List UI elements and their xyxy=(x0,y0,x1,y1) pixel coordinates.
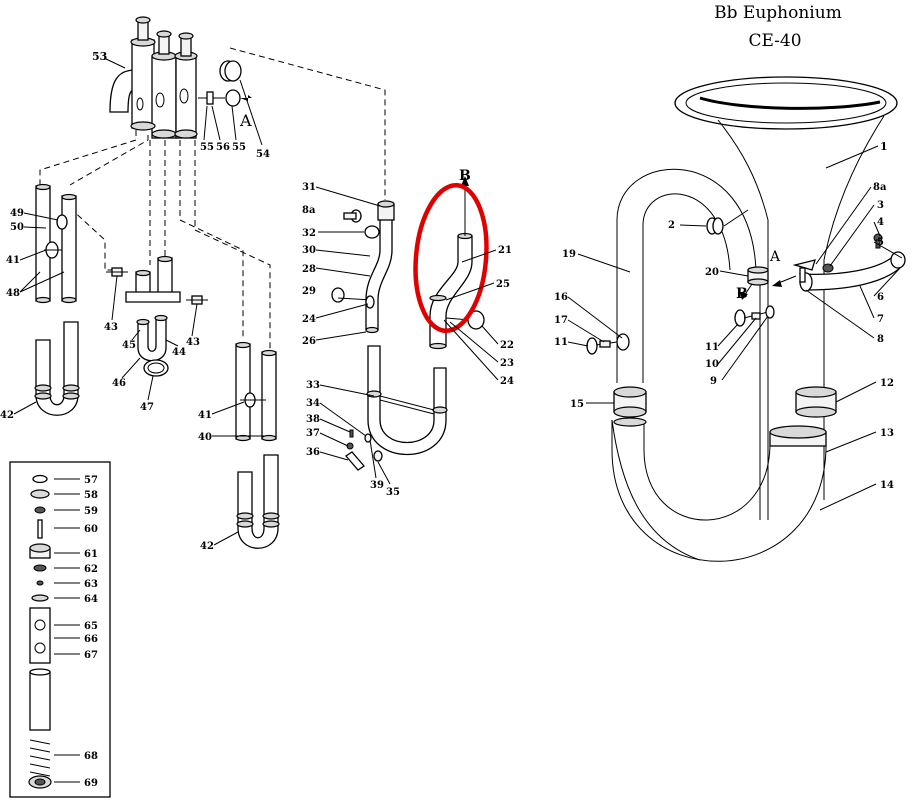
part-label-50: 50 xyxy=(10,222,24,233)
part-label-56: 56 xyxy=(216,142,230,153)
part-label-55b: 55 xyxy=(232,142,246,153)
part-label-5: 5 xyxy=(877,237,884,248)
part-label-35: 35 xyxy=(386,487,400,498)
part-label-4: 4 xyxy=(877,217,884,228)
part-label-42-right: 42 xyxy=(200,541,214,552)
part-label-46: 46 xyxy=(112,378,126,389)
part-label-22: 22 xyxy=(500,340,514,351)
part-label-23: 23 xyxy=(500,358,514,369)
highlight-ellipse xyxy=(413,182,489,334)
part-label-63: 63 xyxy=(84,579,98,590)
diagram-title-line2: CE-40 xyxy=(748,31,801,51)
part-label-67: 67 xyxy=(84,650,98,661)
part-label-43-right: 43 xyxy=(186,337,200,348)
part-label-41-right: 41 xyxy=(198,410,212,421)
part-label-54: 54 xyxy=(256,149,270,160)
part-label-29: 29 xyxy=(302,286,316,297)
part-label-9: 9 xyxy=(710,376,717,387)
part-label-31: 31 xyxy=(302,182,316,193)
part-label-26: 26 xyxy=(302,336,316,347)
part-label-11-left: 11 xyxy=(554,337,568,348)
part-label-69: 69 xyxy=(84,778,98,789)
marker-a-valve: A xyxy=(239,111,252,130)
part-label-21: 21 xyxy=(498,245,512,256)
part-label-36: 36 xyxy=(306,447,320,458)
part-label-33: 33 xyxy=(306,380,320,391)
part-label-43-left: 43 xyxy=(104,322,118,333)
euphonium-body xyxy=(586,76,906,562)
part-label-37: 37 xyxy=(306,428,320,439)
part-label-34: 34 xyxy=(306,398,320,409)
part-label-45: 45 xyxy=(122,340,136,351)
part-label-41-left: 41 xyxy=(6,255,20,266)
part-label-53: 53 xyxy=(92,50,107,63)
part-label-57: 57 xyxy=(84,475,98,486)
part-label-17: 17 xyxy=(554,315,568,326)
part-label-64: 64 xyxy=(84,594,98,605)
left-valve-slide-assembly xyxy=(34,183,80,416)
part-label-40: 40 xyxy=(198,432,212,443)
part-label-3: 3 xyxy=(877,200,884,211)
slide-tube-21 xyxy=(429,176,485,350)
main-tuning-slide-33 xyxy=(345,345,448,471)
part-label-19: 19 xyxy=(562,249,576,260)
part-label-38: 38 xyxy=(306,414,320,425)
part-label-13: 13 xyxy=(880,428,894,439)
part-label-59: 59 xyxy=(84,506,98,517)
part-label-32: 32 xyxy=(302,228,316,239)
part-label-42-left: 42 xyxy=(0,410,14,421)
part-label-28: 28 xyxy=(302,264,316,275)
part-label-68: 68 xyxy=(84,751,98,762)
part-label-11-right: 11 xyxy=(705,342,719,353)
part-label-66: 66 xyxy=(84,634,98,645)
part-label-16: 16 xyxy=(554,292,568,303)
marker-b-top: B xyxy=(459,168,471,184)
valve-parts-panel xyxy=(9,461,111,798)
part-label-61: 61 xyxy=(84,549,98,560)
part-label-14: 14 xyxy=(880,480,894,491)
part-label-12: 12 xyxy=(880,378,894,389)
part-label-10: 10 xyxy=(705,359,719,370)
part-label-30: 30 xyxy=(302,245,316,256)
middle-valve-slide-assembly xyxy=(106,255,208,377)
part-label-24-slide: 24 xyxy=(302,314,316,325)
part-label-62: 62 xyxy=(84,564,98,575)
valve-parts-stack xyxy=(28,474,52,789)
right-valve-slide-assembly xyxy=(235,341,280,549)
part-label-6: 6 xyxy=(877,292,884,303)
part-label-47: 47 xyxy=(140,402,154,413)
part-label-58: 58 xyxy=(84,490,98,501)
part-label-8: 8 xyxy=(877,334,884,345)
part-label-8a-slide: 8a xyxy=(302,205,316,216)
part-label-20: 20 xyxy=(705,267,719,278)
part-label-48: 48 xyxy=(6,288,20,299)
part-label-60: 60 xyxy=(84,524,98,535)
part-label-7: 7 xyxy=(877,314,884,325)
part-label-8a-body: 8a xyxy=(873,182,887,193)
part-label-24-right: 24 xyxy=(500,376,514,387)
part-label-15: 15 xyxy=(570,399,584,410)
part-label-65: 65 xyxy=(84,621,98,632)
marker-a-body: A xyxy=(769,249,781,265)
part-label-39: 39 xyxy=(370,480,384,491)
valve-block-assembly xyxy=(109,16,252,139)
marker-b-body: B xyxy=(736,286,748,302)
diagram-title-line1: Bb Euphonium xyxy=(714,3,842,23)
part-label-55a: 55 xyxy=(200,142,214,153)
part-label-44: 44 xyxy=(172,347,186,358)
slide-assembly-31-30 xyxy=(331,200,395,334)
part-label-25: 25 xyxy=(496,279,510,290)
part-label-2: 2 xyxy=(668,220,675,231)
valve-stack-leaders xyxy=(54,478,80,783)
part-label-1: 1 xyxy=(880,140,888,153)
part-label-49: 49 xyxy=(10,208,24,219)
